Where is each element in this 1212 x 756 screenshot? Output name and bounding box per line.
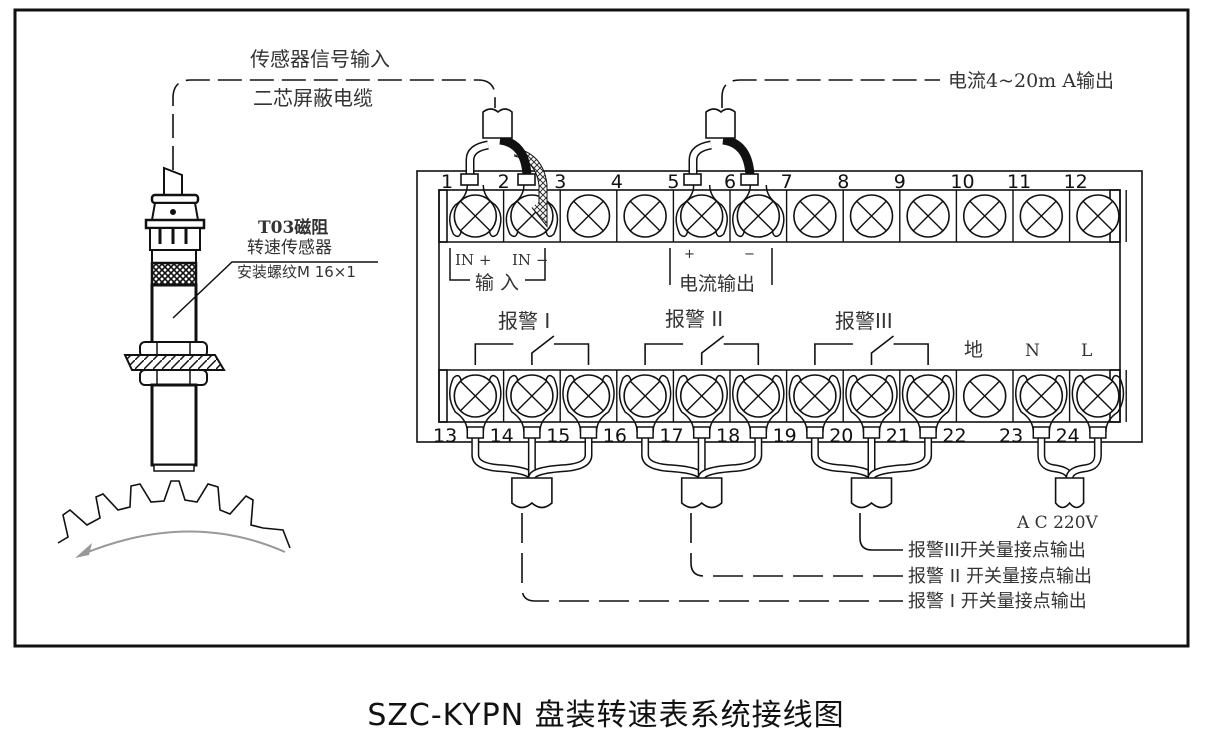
terminal-module [416, 170, 1143, 443]
relay-contact-icon-3 [814, 335, 929, 365]
alarm-2-cable [636, 426, 768, 509]
sensor-model: T03磁阻 [258, 217, 328, 238]
terminal-number: 4 [611, 171, 623, 193]
terminal-screw-10 [962, 194, 1007, 238]
sensor-name: 转速传感器 [247, 238, 332, 258]
ground-label: 地 [964, 339, 983, 361]
terminal-screw-14 [510, 374, 554, 418]
terminal-screw-1 [453, 194, 498, 238]
terminal-number: 17 [659, 425, 683, 447]
terminal-screw-12 [1076, 194, 1120, 238]
terminal-number: 9 [894, 171, 906, 193]
rotation-arrow-icon [82, 530, 286, 555]
alarm-1-cable [466, 426, 598, 509]
input-cable [460, 108, 548, 228]
terminal-number: 18 [716, 425, 740, 447]
alarm-1-label: 报警 I [498, 309, 550, 333]
terminal-screw-7 [793, 194, 837, 238]
speed-sensor [123, 79, 496, 472]
current-output-cable [683, 79, 940, 186]
relay-contact-icon-1 [474, 335, 590, 365]
current-output-label: 电流4~20m A输出 [948, 70, 1114, 92]
alarm-output-leaders [521, 513, 903, 602]
terminal-screw-3 [566, 194, 611, 238]
terminal-screw-8 [849, 194, 894, 238]
terminal-number: 16 [603, 425, 627, 447]
terminal-screw-24 [1076, 374, 1120, 418]
diagram-title: SZC-KYPN 盘装转速表系统接线图 [367, 698, 845, 733]
terminal-number: 2 [498, 171, 510, 193]
terminal-number: 11 [1007, 171, 1031, 193]
power-supply-label: A C 220V [1016, 513, 1099, 533]
terminal-screw-13 [453, 374, 498, 418]
cable-label-top: 传感器信号输入 [250, 47, 390, 71]
alarm-1-output-label: 报警 I 开关量接点输出 [908, 591, 1087, 612]
terminal-screw-4 [623, 194, 667, 238]
alarm-2-output-label: 报警 II 开关量接点输出 [908, 566, 1092, 587]
input-plus-label: IN + [455, 251, 491, 269]
current-minus-label: − [744, 247, 755, 262]
terminal-screw-15 [566, 374, 611, 418]
current-group-label: 电流输出 [679, 273, 755, 295]
terminal-number: 22 [942, 425, 966, 447]
gear-icon [57, 480, 291, 549]
terminal-number: 12 [1064, 171, 1088, 193]
sensor-thread: 安装螺纹M 16×1 [237, 263, 356, 281]
group-brackets [449, 248, 773, 285]
terminal-number: 1 [441, 171, 453, 193]
terminal-screw-18 [736, 374, 781, 418]
power-cable [1032, 426, 1107, 509]
terminal-screw-20 [849, 374, 894, 418]
input-group-label: 输 入 [475, 272, 519, 294]
terminal-screw-19 [793, 374, 837, 418]
terminal-number: 20 [829, 425, 853, 447]
relay-contact-icon-2 [644, 335, 760, 365]
top-terminal-row [449, 184, 1127, 242]
terminal-screw-16 [623, 374, 667, 418]
terminal-screw-5 [679, 194, 724, 238]
terminal-screw-11 [1019, 194, 1064, 238]
terminal-screw-17 [679, 374, 724, 418]
alarm-3-label: 报警III [835, 309, 893, 333]
terminal-screw-23 [1019, 374, 1064, 418]
terminal-screw-21 [906, 374, 950, 418]
input-minus-label: IN − [512, 251, 548, 269]
terminal-screw-9 [906, 194, 950, 238]
terminal-number: 10 [950, 171, 974, 193]
terminal-number: 21 [886, 425, 910, 447]
neutral-label: N [1025, 341, 1040, 361]
live-label: L [1081, 341, 1092, 361]
terminal-number: 23 [999, 425, 1023, 447]
terminal-number: 3 [554, 171, 566, 193]
terminal-number: 7 [781, 171, 793, 193]
alarm-2-label: 报警 II [665, 307, 723, 331]
cable-label-bottom: 二芯屏蔽电缆 [253, 86, 373, 110]
terminal-number: 5 [667, 171, 679, 193]
terminal-number: 8 [837, 171, 849, 193]
terminal-number: 14 [490, 425, 514, 447]
terminal-number: 6 [724, 171, 736, 193]
terminal-number: 24 [1056, 425, 1080, 447]
outer-frame [13, 8, 1190, 648]
terminal-number: 15 [546, 425, 570, 447]
terminal-screw-22 [962, 374, 1007, 418]
alarm-3-output-label: 报警III开关量接点输出 [908, 540, 1086, 561]
alarm-3-cable [806, 426, 937, 509]
sensor-signal-cable [172, 79, 496, 170]
terminal-number: 19 [773, 425, 797, 447]
bottom-terminal-row [449, 370, 1127, 433]
terminal-screw-6 [736, 194, 781, 238]
terminal-number: 13 [433, 425, 457, 447]
current-plus-label: + [684, 247, 695, 262]
